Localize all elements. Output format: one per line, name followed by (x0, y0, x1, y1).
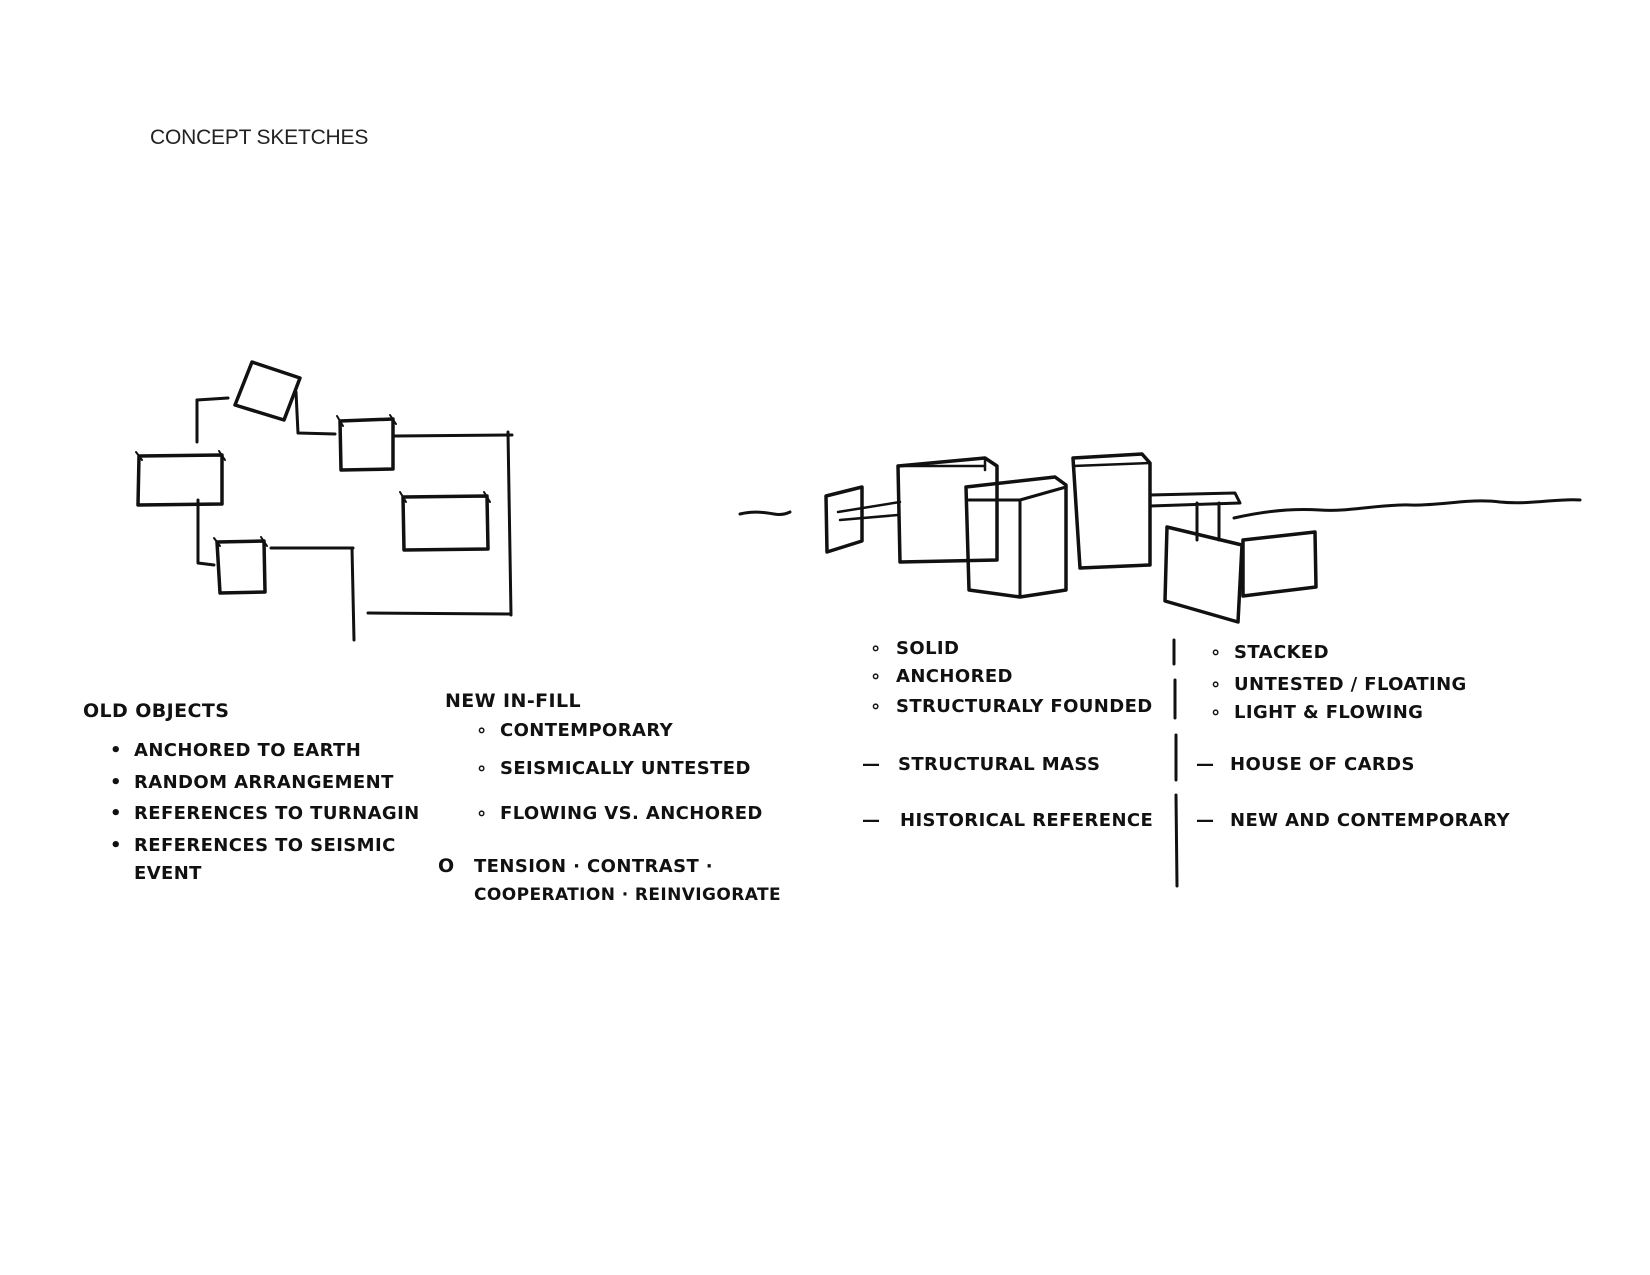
ground-line (738, 510, 792, 516)
wall-line (506, 430, 513, 617)
solid-bullet: ∘ (870, 696, 882, 717)
old-object-box (338, 417, 395, 472)
wall-line (195, 396, 230, 402)
old-objects-bullet: • (110, 772, 122, 793)
solid-box (896, 456, 999, 564)
structural-mass-label: STRUCTURAL MASS (898, 754, 1101, 775)
solid-bullet: ∘ (870, 638, 882, 659)
stacked-bullet: ∘ (1210, 674, 1222, 695)
new-infill-bullet: ∘ (476, 758, 488, 779)
solid-item: ANCHORED (896, 666, 1013, 687)
old-objects-bullet: • (110, 835, 122, 856)
old-object-box (215, 539, 267, 595)
old-objects-item: ANCHORED TO EARTH (134, 740, 362, 761)
new-infill-item: FLOWING VS. ANCHORED (500, 803, 763, 824)
stacked-item: STACKED (1234, 642, 1329, 663)
old-objects-bullet: • (110, 740, 122, 761)
new-and-contemporary-label: NEW AND CONTEMPORARY (1230, 810, 1510, 831)
floating-card (824, 485, 864, 554)
summary-marker: O (438, 855, 455, 877)
house-of-cards-label: HOUSE OF CARDS (1230, 754, 1415, 775)
floating-card (1163, 525, 1244, 624)
stacked-item: UNTESTED / FLOATING (1234, 674, 1467, 695)
old-object-box (136, 453, 224, 507)
summary-line: COOPERATION · REINVIGORATE (474, 885, 781, 905)
dash-marker: — (1196, 810, 1215, 831)
floating-card (1241, 530, 1318, 598)
wall-line (393, 433, 514, 438)
old-objects-item: EVENT (134, 863, 202, 884)
wall-line (350, 546, 356, 642)
new-infill-item: CONTEMPORARY (500, 720, 674, 741)
solid-box (964, 475, 1068, 599)
old-object-box (233, 360, 302, 422)
solid-item: STRUCTURALY FOUNDED (896, 696, 1153, 717)
new-infill-bullet: ∘ (476, 720, 488, 741)
new-infill-bullet: ∘ (476, 803, 488, 824)
stacked-item: LIGHT & FLOWING (1234, 702, 1424, 723)
dash-marker: — (862, 754, 881, 775)
wall-line (366, 611, 512, 616)
ground-line (1232, 498, 1582, 520)
old-objects-item: RANDOM ARRANGEMENT (134, 772, 394, 793)
page-title: CONCEPT SKETCHES (150, 126, 369, 149)
stacked-bullet: ∘ (1210, 642, 1222, 663)
old-objects-item: REFERENCES TO TURNAGIN (134, 803, 420, 824)
summary-line: TENSION · CONTRAST · (474, 856, 714, 877)
solid-box (1071, 452, 1152, 570)
old-objects-bullet: • (110, 803, 122, 824)
solid-bullet: ∘ (870, 666, 882, 687)
old-object-box (401, 494, 490, 552)
new-infill-item: SEISMICALLY UNTESTED (500, 758, 751, 779)
dash-marker: — (862, 810, 881, 831)
dash-marker: — (1196, 754, 1215, 775)
stacked-bullet: ∘ (1210, 702, 1222, 723)
new-infill-heading: NEW IN-FILL (445, 690, 581, 712)
old-objects-heading: OLD OBJECTS (83, 700, 230, 722)
wall-line (196, 498, 216, 567)
historical-reference-label: HISTORICAL REFERENCE (900, 810, 1154, 831)
wall-line (294, 390, 337, 436)
solid-item: SOLID (896, 638, 960, 659)
old-objects-item: REFERENCES TO SEISMIC (134, 835, 396, 856)
